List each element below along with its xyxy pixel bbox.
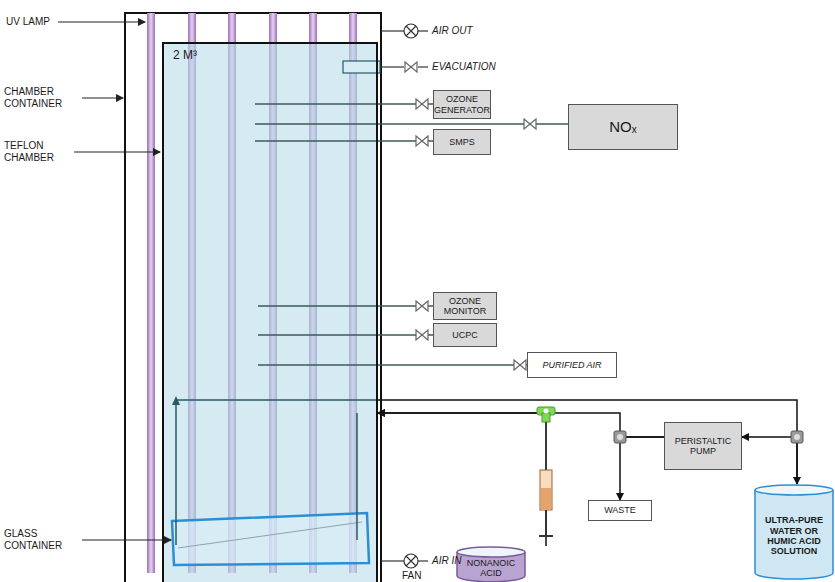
part-label: AIR OUT	[432, 25, 512, 37]
chamber-container	[125, 13, 381, 582]
part-label: TEFLON CHAMBER	[4, 140, 72, 164]
teflon-chamber: 2 M³	[162, 42, 378, 582]
part-label: EVACUATION	[432, 61, 522, 73]
ozone-monitor-box: OZONE MONITOR	[433, 292, 497, 320]
nonanoic-acid-bottle: NONANOIC ACID	[456, 546, 526, 582]
air-in-fan	[381, 554, 428, 568]
smps-box: SMPS	[433, 129, 491, 155]
green-tee	[537, 407, 555, 422]
fluid-lines-inside	[176, 400, 377, 545]
node-label: ULTRA-PURE WATER OR HUMIC ACID SOLUTION	[757, 515, 831, 556]
node-label: WASTE	[604, 505, 636, 515]
sampling-tubes	[255, 104, 377, 365]
syringe	[539, 422, 553, 536]
fluid-line	[742, 437, 797, 484]
valves	[416, 99, 536, 370]
node-label: UCPC	[452, 330, 478, 340]
part-label: UV LAMP	[6, 16, 60, 28]
node-label: OZONE GENERATOR	[434, 94, 490, 115]
node-label: 2 M³	[173, 49, 197, 63]
node-label: NOₓ	[609, 118, 636, 135]
reservoir-bottle: ULTRA-PURE WATER OR HUMIC ACID SOLUTION	[754, 484, 834, 579]
fluid-line	[378, 413, 546, 546]
nox-analyzer-box: NOₓ	[568, 104, 678, 150]
sampling-line	[378, 123, 568, 125]
purified-air-box: PURIFIED AIR	[527, 352, 617, 378]
glass-container	[172, 513, 369, 565]
part-label: AIR IN	[432, 555, 512, 567]
sampling-line	[378, 364, 527, 366]
outlet-arrowhead	[172, 396, 180, 405]
part-label: CHAMBER CONTAINER	[4, 86, 80, 110]
node-label: PURIFIED AIR	[542, 360, 601, 370]
evacuation-port	[343, 61, 428, 73]
part-label: FAN	[402, 570, 442, 582]
peristaltic-pump-box: PERISTALTIC PUMP	[664, 422, 742, 470]
node-label: OZONE MONITOR	[437, 296, 493, 317]
node-label: PERISTALTIC PUMP	[668, 436, 738, 457]
air-out-port	[381, 24, 428, 38]
leader-arrows	[58, 22, 171, 540]
ozone-generator-box: OZONE GENERATOR	[433, 90, 491, 119]
teflon-fill	[163, 43, 377, 582]
fluid-line	[620, 437, 664, 500]
node-label: NONANOIC ACID	[459, 558, 523, 579]
part-label: GLASS CONTAINER	[4, 528, 80, 552]
node-label: SMPS	[449, 137, 475, 147]
waste-box: WASTE	[588, 500, 652, 521]
ucpc-box: UCPC	[433, 323, 497, 347]
